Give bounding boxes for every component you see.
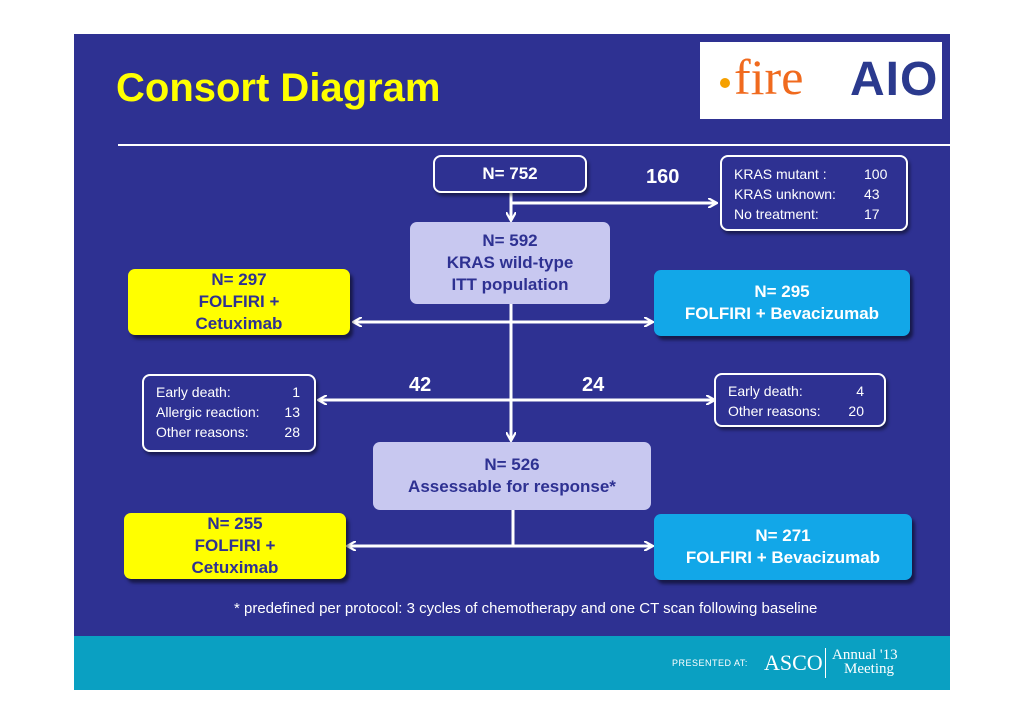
arm-a-itt-drug: Cetuximab (195, 314, 283, 333)
arm-b-itt-count: N= 295 (754, 282, 810, 301)
arm-a-response-regimen: FOLFIRI + (194, 536, 276, 555)
itt-label-kras: KRAS wild-type (446, 253, 574, 272)
arm-a-itt-regimen: FOLFIRI + (198, 292, 280, 311)
loss-a-row: Early death:1 (156, 384, 300, 400)
itt-label-population: ITT population (451, 275, 569, 294)
excluded-reasons-box: KRAS mutant :100 KRAS unknown:43 No trea… (720, 155, 908, 231)
assessable-box: N= 526 Assessable for response* (373, 442, 651, 510)
footer-bar: PRESENTED AT: ASCO Annual '13 Meeting (74, 636, 950, 690)
footer-divider (825, 648, 826, 678)
excluded-row: No treatment:17 (734, 206, 880, 222)
assessable-count: N= 526 (484, 455, 540, 474)
excluded-row: KRAS unknown:43 (734, 186, 880, 202)
loss-a-reasons-box: Early death:1 Allergic reaction:13 Other… (142, 374, 316, 452)
itt-count: N= 592 (482, 231, 538, 250)
loss-b-count: 24 (582, 374, 605, 396)
arm-a-itt-count: N= 297 (211, 270, 267, 289)
loss-b-row: Other reasons:20 (728, 403, 864, 419)
arm-a-itt-box: N= 297 FOLFIRI + Cetuximab (128, 269, 350, 335)
slide-title: Consort Diagram (116, 66, 441, 110)
flow-arrows (74, 193, 950, 690)
title-divider (118, 144, 950, 146)
fire-logo: fire (720, 48, 803, 106)
excluded-row: KRAS mutant :100 (734, 166, 888, 182)
arm-a-response-box: N= 255 FOLFIRI + Cetuximab (124, 513, 346, 579)
arm-a-response-drug: Cetuximab (191, 558, 279, 577)
arm-b-response-regimen: FOLFIRI + Bevacizumab (685, 548, 881, 567)
loss-b-row: Early death:4 (728, 383, 864, 399)
presented-at-label: PRESENTED AT: (672, 658, 748, 668)
logo-dot-icon (720, 77, 730, 88)
itt-population-box: N= 592 KRAS wild-type ITT population (410, 222, 610, 304)
fire-logo-text: fire (734, 49, 804, 105)
enrolled-count: N= 752 (482, 164, 538, 183)
footnote: * predefined per protocol: 3 cycles of c… (234, 600, 818, 617)
arm-b-response-box: N= 271 FOLFIRI + Bevacizumab (654, 514, 912, 580)
excluded-count: 160 (646, 166, 680, 188)
arm-b-response-count: N= 271 (755, 526, 811, 545)
slide: Consort Diagram fire AIO N= 752 160 (74, 34, 950, 690)
annual-meeting-line2: Meeting (844, 661, 894, 677)
loss-a-count: 42 (409, 374, 432, 396)
aio-logo: AIO (850, 53, 939, 106)
assessable-label: Assessable for response* (408, 477, 616, 496)
loss-a-row: Allergic reaction:13 (156, 404, 300, 420)
arm-b-itt-box: N= 295 FOLFIRI + Bevacizumab (654, 270, 910, 336)
enrolled-box: N= 752 (433, 155, 587, 193)
annual-meeting-line1: Annual '13 (832, 647, 898, 663)
annual-meeting-logo: Annual '13 Meeting (832, 647, 898, 677)
asco-logo: ASCO (764, 650, 823, 675)
arm-a-response-count: N= 255 (207, 514, 263, 533)
loss-a-row: Other reasons:28 (156, 424, 300, 440)
loss-b-reasons-box: Early death:4 Other reasons:20 (714, 373, 886, 427)
fire-aio-logo: fire AIO (700, 42, 942, 119)
arm-b-itt-regimen: FOLFIRI + Bevacizumab (684, 304, 880, 323)
